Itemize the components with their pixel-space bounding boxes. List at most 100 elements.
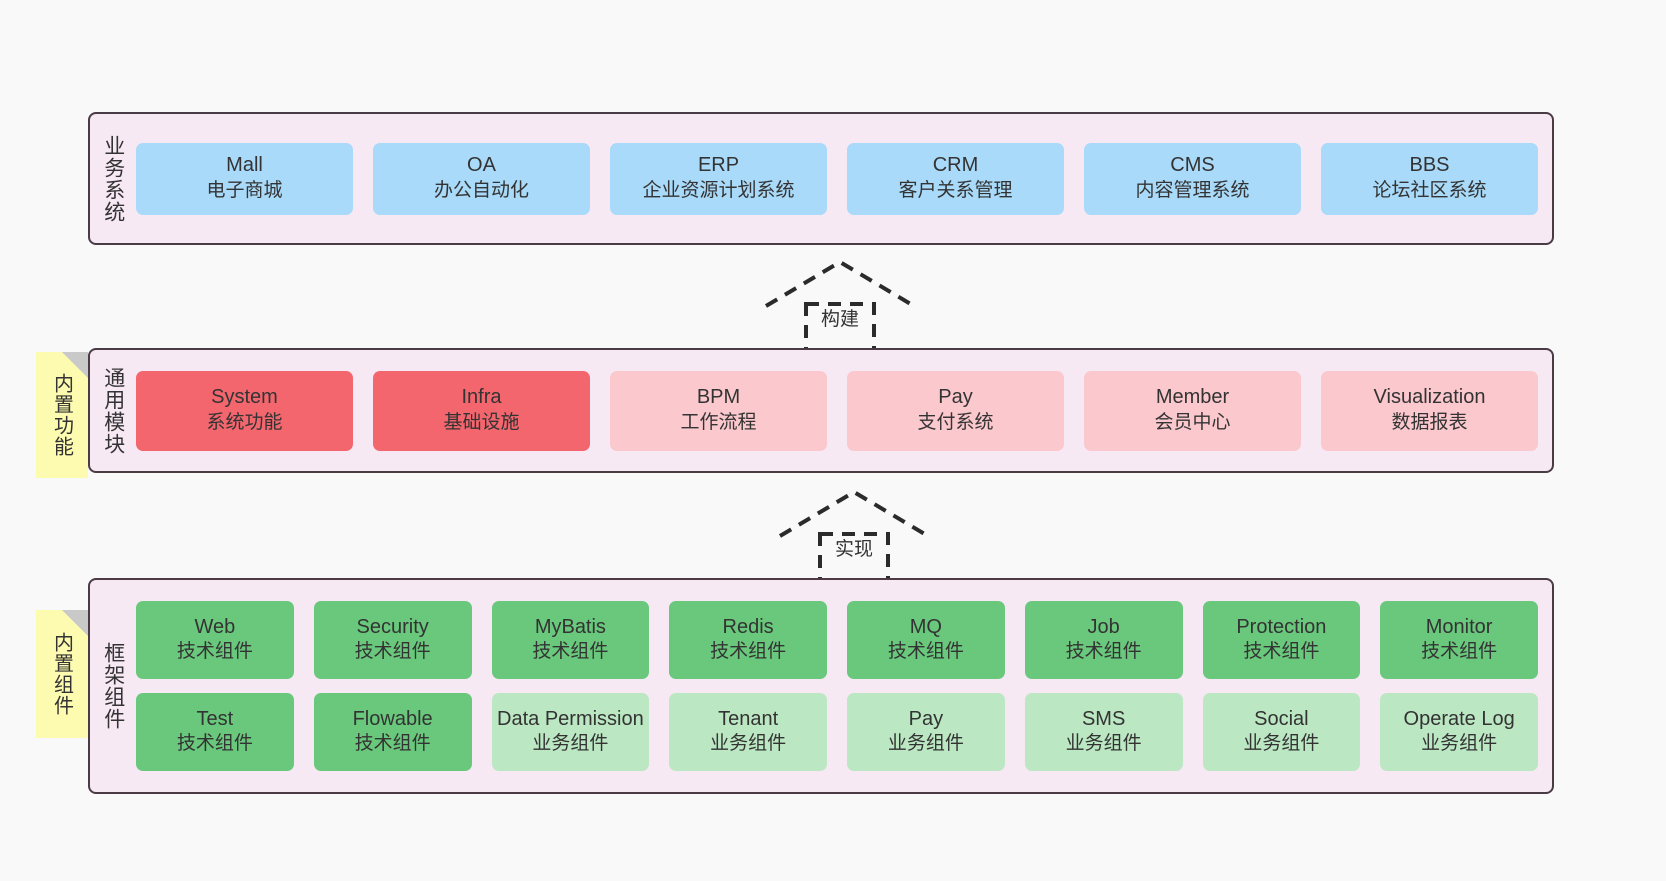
component-name-cn: 技术组件 (1065, 641, 1142, 663)
component-name-cn: 会员中心 (1154, 411, 1231, 433)
component-name-en: System (211, 386, 278, 409)
component-name-en: Test (196, 707, 234, 730)
component-name-cn: 工作流程 (680, 411, 757, 433)
component-name-cn: 技术组件 (1421, 641, 1498, 663)
component-name-en: Web (194, 615, 236, 638)
component-name-en: BPM (696, 386, 741, 409)
component-card-flowable[interactable]: Flowable 技术组件 (313, 693, 472, 771)
component-name-en: Pay (908, 707, 944, 730)
connector-arrow-head (764, 259, 916, 308)
component-name-en: ERP (697, 154, 740, 177)
component-name-cn: 论坛社区系统 (1372, 179, 1487, 201)
component-card-data-permission[interactable]: Data Permission 业务组件 (491, 693, 650, 771)
component-card-test[interactable]: Test 技术组件 (136, 693, 294, 771)
component-card-pay[interactable]: Pay 业务组件 (847, 693, 1005, 771)
component-name-en: CMS (1170, 154, 1215, 177)
component-name-en: CRM (932, 154, 979, 177)
sticky-note-label: 内置组件 (50, 632, 73, 716)
component-name-cn: 业务组件 (532, 733, 609, 755)
component-name-en: Security (356, 615, 429, 638)
component-name-cn: 业务组件 (1243, 733, 1320, 755)
component-name-cn: 技术组件 (354, 733, 431, 755)
component-name-cn: 技术组件 (887, 641, 964, 663)
component-name-en: Flowable (352, 707, 433, 730)
component-name-en: Tenant (718, 707, 779, 730)
component-name-cn: 业务组件 (1065, 733, 1142, 755)
component-name-en: Visualization (1373, 386, 1486, 409)
connector-implement: 实现 (774, 488, 934, 584)
component-name-en: OA (467, 154, 496, 177)
layer-title-frame: 框架组件 (101, 642, 125, 730)
connector-arrow-head (778, 489, 930, 538)
sticky-note-builtin-function: 内置功能 (36, 352, 88, 478)
component-name-en: MQ (909, 615, 942, 638)
component-card-protection[interactable]: Protection 技术组件 (1202, 601, 1361, 679)
connector-shaft (804, 302, 876, 354)
sticky-note-builtin-component: 内置组件 (36, 610, 88, 738)
sticky-note-label: 内置功能 (50, 373, 73, 457)
component-name-en: BBS (1409, 154, 1450, 177)
component-card-monitor[interactable]: Monitor 技术组件 (1380, 601, 1538, 679)
component-name-en: SMS (1081, 707, 1126, 730)
component-card-tenant[interactable]: Tenant 业务组件 (669, 693, 827, 771)
component-name-en: Infra (461, 386, 502, 409)
component-card-redis[interactable]: Redis 技术组件 (669, 601, 827, 679)
component-name-en: Monitor (1425, 615, 1493, 638)
component-name-en: Member (1155, 386, 1230, 409)
component-name-en: Redis (722, 615, 774, 638)
component-name-cn: 内容管理系统 (1135, 179, 1250, 201)
component-name-en: MyBatis (534, 615, 606, 638)
component-name-cn: 技术组件 (176, 733, 253, 755)
component-card-mybatis[interactable]: MyBatis 技术组件 (491, 601, 650, 679)
component-name-cn: 技术组件 (532, 641, 609, 663)
component-name-cn: 业务组件 (1421, 733, 1498, 755)
connector-label-implement: 实现 (834, 539, 874, 560)
component-name-cn: 业务组件 (710, 733, 787, 755)
component-card-operate-log[interactable]: Operate Log 业务组件 (1380, 693, 1538, 771)
component-card-job[interactable]: Job 技术组件 (1024, 601, 1183, 679)
component-card-mq[interactable]: MQ 技术组件 (847, 601, 1005, 679)
component-name-en: Operate Log (1403, 707, 1515, 730)
component-name-en: Job (1087, 615, 1120, 638)
component-name-cn: 业务组件 (887, 733, 964, 755)
component-card-social[interactable]: Social 业务组件 (1202, 693, 1361, 771)
layer-title-common: 通用模块 (101, 366, 125, 455)
component-name-en: Social (1254, 707, 1309, 730)
component-name-en: Data Permission (497, 707, 644, 730)
layer-title-business: 业务系统 (101, 134, 125, 223)
component-name-cn: 客户关系管理 (898, 179, 1013, 201)
component-name-cn: 技术组件 (710, 641, 787, 663)
connector-label-build: 构建 (820, 309, 860, 330)
component-name-cn: 技术组件 (1243, 641, 1320, 663)
component-name-cn: 企业资源计划系统 (642, 179, 795, 201)
connector-shaft (818, 532, 890, 584)
component-card-sms[interactable]: SMS 业务组件 (1024, 693, 1183, 771)
component-name-en: Protection (1236, 615, 1327, 638)
component-name-cn: 数据报表 (1391, 411, 1468, 433)
component-name-en: Mall (226, 154, 263, 177)
connector-build: 构建 (760, 258, 920, 354)
component-name-cn: 电子商城 (206, 179, 283, 201)
